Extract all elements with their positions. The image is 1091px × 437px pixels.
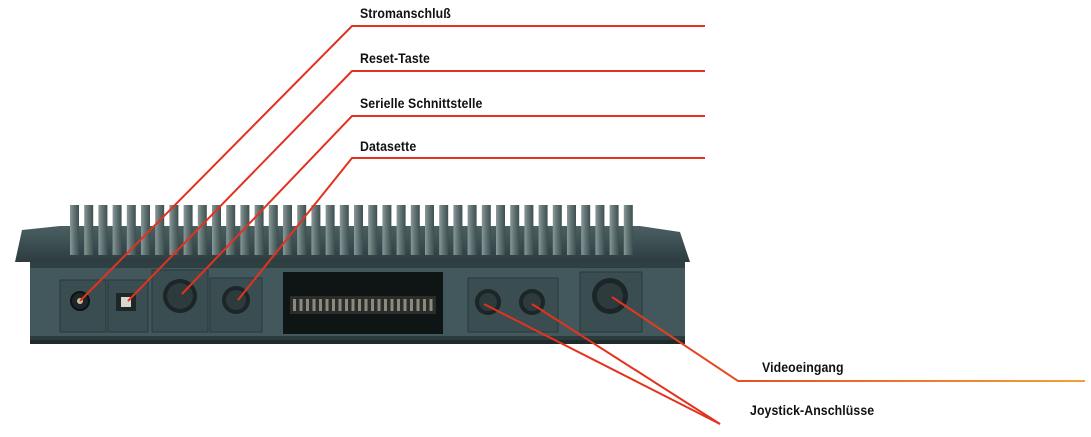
leader-line-power xyxy=(79,25,705,302)
label-joystick: Joystick-Anschlüsse xyxy=(750,402,875,418)
slot-pin xyxy=(358,299,361,311)
slot-pin xyxy=(364,299,368,311)
heatsink-fins xyxy=(70,205,633,255)
heatsink-fin xyxy=(254,205,264,255)
slot-pin xyxy=(371,299,374,311)
slot-pin xyxy=(423,299,426,311)
slot-pin xyxy=(390,299,394,311)
heatsink-fin xyxy=(240,205,250,255)
heatsink-fin xyxy=(112,205,122,255)
label-power: Stromanschluß xyxy=(360,5,451,21)
heatsink-fin xyxy=(425,205,434,255)
slot-pin xyxy=(416,299,420,311)
heatsink-fin xyxy=(339,205,349,255)
heatsink-fin xyxy=(325,205,335,255)
slot-pin xyxy=(345,299,348,311)
heatsink-fin xyxy=(609,205,619,255)
heatsink-fin xyxy=(297,205,307,255)
heatsink-fin xyxy=(197,205,207,255)
heatsink-fin xyxy=(496,205,505,255)
heatsink-fin xyxy=(226,205,236,255)
heatsink-fin xyxy=(169,205,179,255)
slot-pin xyxy=(306,299,309,311)
heatsink-fin xyxy=(212,205,221,255)
heatsink-fin xyxy=(382,205,392,255)
slot-pin xyxy=(293,299,296,311)
heatsink-fin xyxy=(538,205,548,255)
heatsink-fin xyxy=(410,205,420,255)
heatsink-fin xyxy=(481,205,491,255)
heatsink-fin xyxy=(70,205,79,255)
heatsink-fin xyxy=(467,205,477,255)
heatsink-fin xyxy=(439,205,449,255)
heatsink-fin xyxy=(183,205,193,255)
label-reset: Reset-Taste xyxy=(360,50,430,66)
slot-pin xyxy=(332,299,335,311)
slot-pin xyxy=(351,299,355,311)
leader-line-joystick-2 xyxy=(531,303,721,425)
heatsink-fin xyxy=(595,205,605,255)
heatsink-fin xyxy=(126,205,136,255)
heatsink-fin xyxy=(84,205,94,255)
leader-line-joystick-1 xyxy=(483,303,721,425)
heatsink-fin xyxy=(552,205,562,255)
heatsink-fin xyxy=(98,205,108,255)
slot-pin xyxy=(325,299,329,311)
leader-line-datasette xyxy=(237,157,705,301)
slot-pin xyxy=(397,299,400,311)
leader-lines xyxy=(79,25,1085,425)
heatsink-fin xyxy=(354,205,363,255)
expansion-slot-pins xyxy=(293,299,433,311)
heatsink-fin xyxy=(524,205,534,255)
label-serial: Serielle Schnittstelle xyxy=(360,95,483,111)
slot-pin xyxy=(429,299,433,311)
slot-pin xyxy=(338,299,342,311)
slot-pin xyxy=(299,299,303,311)
label-datasette: Datasette xyxy=(360,138,417,154)
slot-pin xyxy=(319,299,322,311)
slot-pin xyxy=(377,299,381,311)
leader-line-serial xyxy=(181,115,705,295)
heatsink-fin xyxy=(268,205,278,255)
computer-back-panel xyxy=(15,205,690,344)
slot-pin xyxy=(403,299,407,311)
slot-pin xyxy=(312,299,316,311)
heatsink-fin xyxy=(623,205,633,255)
heatsink-fin xyxy=(311,205,321,255)
label-video: Videoeingang xyxy=(762,359,844,375)
heatsink-fin xyxy=(567,205,576,255)
slot-pin xyxy=(410,299,413,311)
heatsink-fin xyxy=(453,205,463,255)
heatsink-fin xyxy=(581,205,591,255)
heatsink-fin xyxy=(396,205,406,255)
heatsink-fin xyxy=(141,205,150,255)
leader-line-reset xyxy=(127,70,705,302)
heatsink-fin xyxy=(368,205,378,255)
heatsink-fin xyxy=(283,205,292,255)
heatsink-fin xyxy=(155,205,165,255)
slot-pin xyxy=(384,299,387,311)
heatsink-fin xyxy=(510,205,520,255)
leader-line-video xyxy=(611,296,1085,382)
